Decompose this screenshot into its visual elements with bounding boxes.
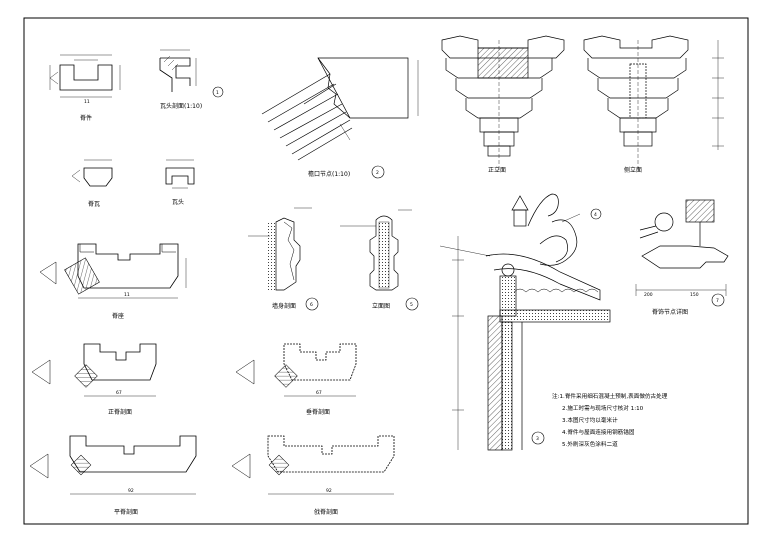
caption-bracket-front: 正立面 [488,166,506,174]
callout-3-label: 3 [536,436,539,442]
notes-line-2: 2.施工时需与现场尺寸核对 1:10 [562,404,644,412]
dim-ridge-mid-1: 67 [116,390,122,396]
dim-crest-width: 11 [84,99,90,105]
caption-ridge-mid-1: 正脊剖面 [108,408,132,416]
caption-roof-slope-detail: 檐口节点(1:10) [308,170,350,178]
callout-1-circle [212,86,224,98]
callout-2-circle [371,165,385,179]
callout-7-circle [711,293,725,307]
callout-2-label: 2 [376,170,379,176]
dim-corner-a: 200 [644,292,653,298]
caption-small-tile-side: 瓦头 [172,198,184,206]
sheet-border [23,17,749,525]
callout-4-circle [590,208,602,220]
dim-corner-b: 150 [690,292,699,298]
bracket-side-elevation [583,35,724,170]
dim-ridge-mid-2: 67 [316,390,322,396]
bracket-front-elevation [441,35,565,170]
callout-3-circle [531,431,545,445]
crest-section-detail [49,54,121,98]
callout-7-label: 7 [716,298,719,304]
small-tile-front [71,159,113,187]
eave-corner-section [439,193,611,451]
dim-ridge-bottom-2: 92 [326,488,332,494]
callout-4-label: 4 [594,212,597,218]
caption-small-tile-front: 脊瓦 [88,200,100,208]
dim-ridge-length: 11 [124,292,130,298]
caption-ridge-mid-2: 垂脊剖面 [306,408,330,416]
ridge-bottom-2 [231,435,395,495]
wall-left-section [248,207,312,292]
corner-ornament-detail [635,199,729,296]
notes-line-3: 3.本图尺寸均以毫米计 [562,416,618,424]
ridge-mid-2 [235,343,357,397]
roof-slope-detail [261,57,419,161]
wall-right-section [340,209,412,291]
caption-wall-right-section: 立面图 [372,302,390,310]
notes-line-4: 4.脊件与屋面连接用钢筋锚固 [562,428,635,436]
callout-6-label: 6 [310,302,313,308]
callout-5-circle [405,297,419,311]
notes-title: 注:1.脊件采用细石混凝土预制,表面做仿古处理 [552,392,668,400]
callout-1-label: 1 [216,90,219,96]
caption-bracket-side: 侧立面 [624,166,642,174]
long-ridge-detail [39,243,187,299]
small-tile-side [165,159,195,189]
caption-tile-cut-detail: 瓦头剖面(1:10) [160,102,202,110]
ridge-bottom-1 [29,435,197,495]
caption-wall-left-section: 墙身剖面 [272,302,296,310]
notes-line-5: 5.外刷深灰色涂料二道 [562,440,618,448]
callout-5-label: 5 [410,302,413,308]
caption-corner-detail: 脊饰节点详图 [652,308,688,316]
caption-ridge-bottom-2: 戗脊剖面 [314,508,338,516]
caption-long-ridge: 脊座 [112,312,124,320]
ridge-mid-1 [31,343,157,397]
tile-cut-detail [159,49,197,92]
caption-ridge-bottom-1: 平脊剖面 [114,508,138,516]
callout-6-circle [305,297,319,311]
dim-ridge-bottom-1: 92 [128,488,134,494]
caption-crest-section: 脊件 [80,114,92,122]
